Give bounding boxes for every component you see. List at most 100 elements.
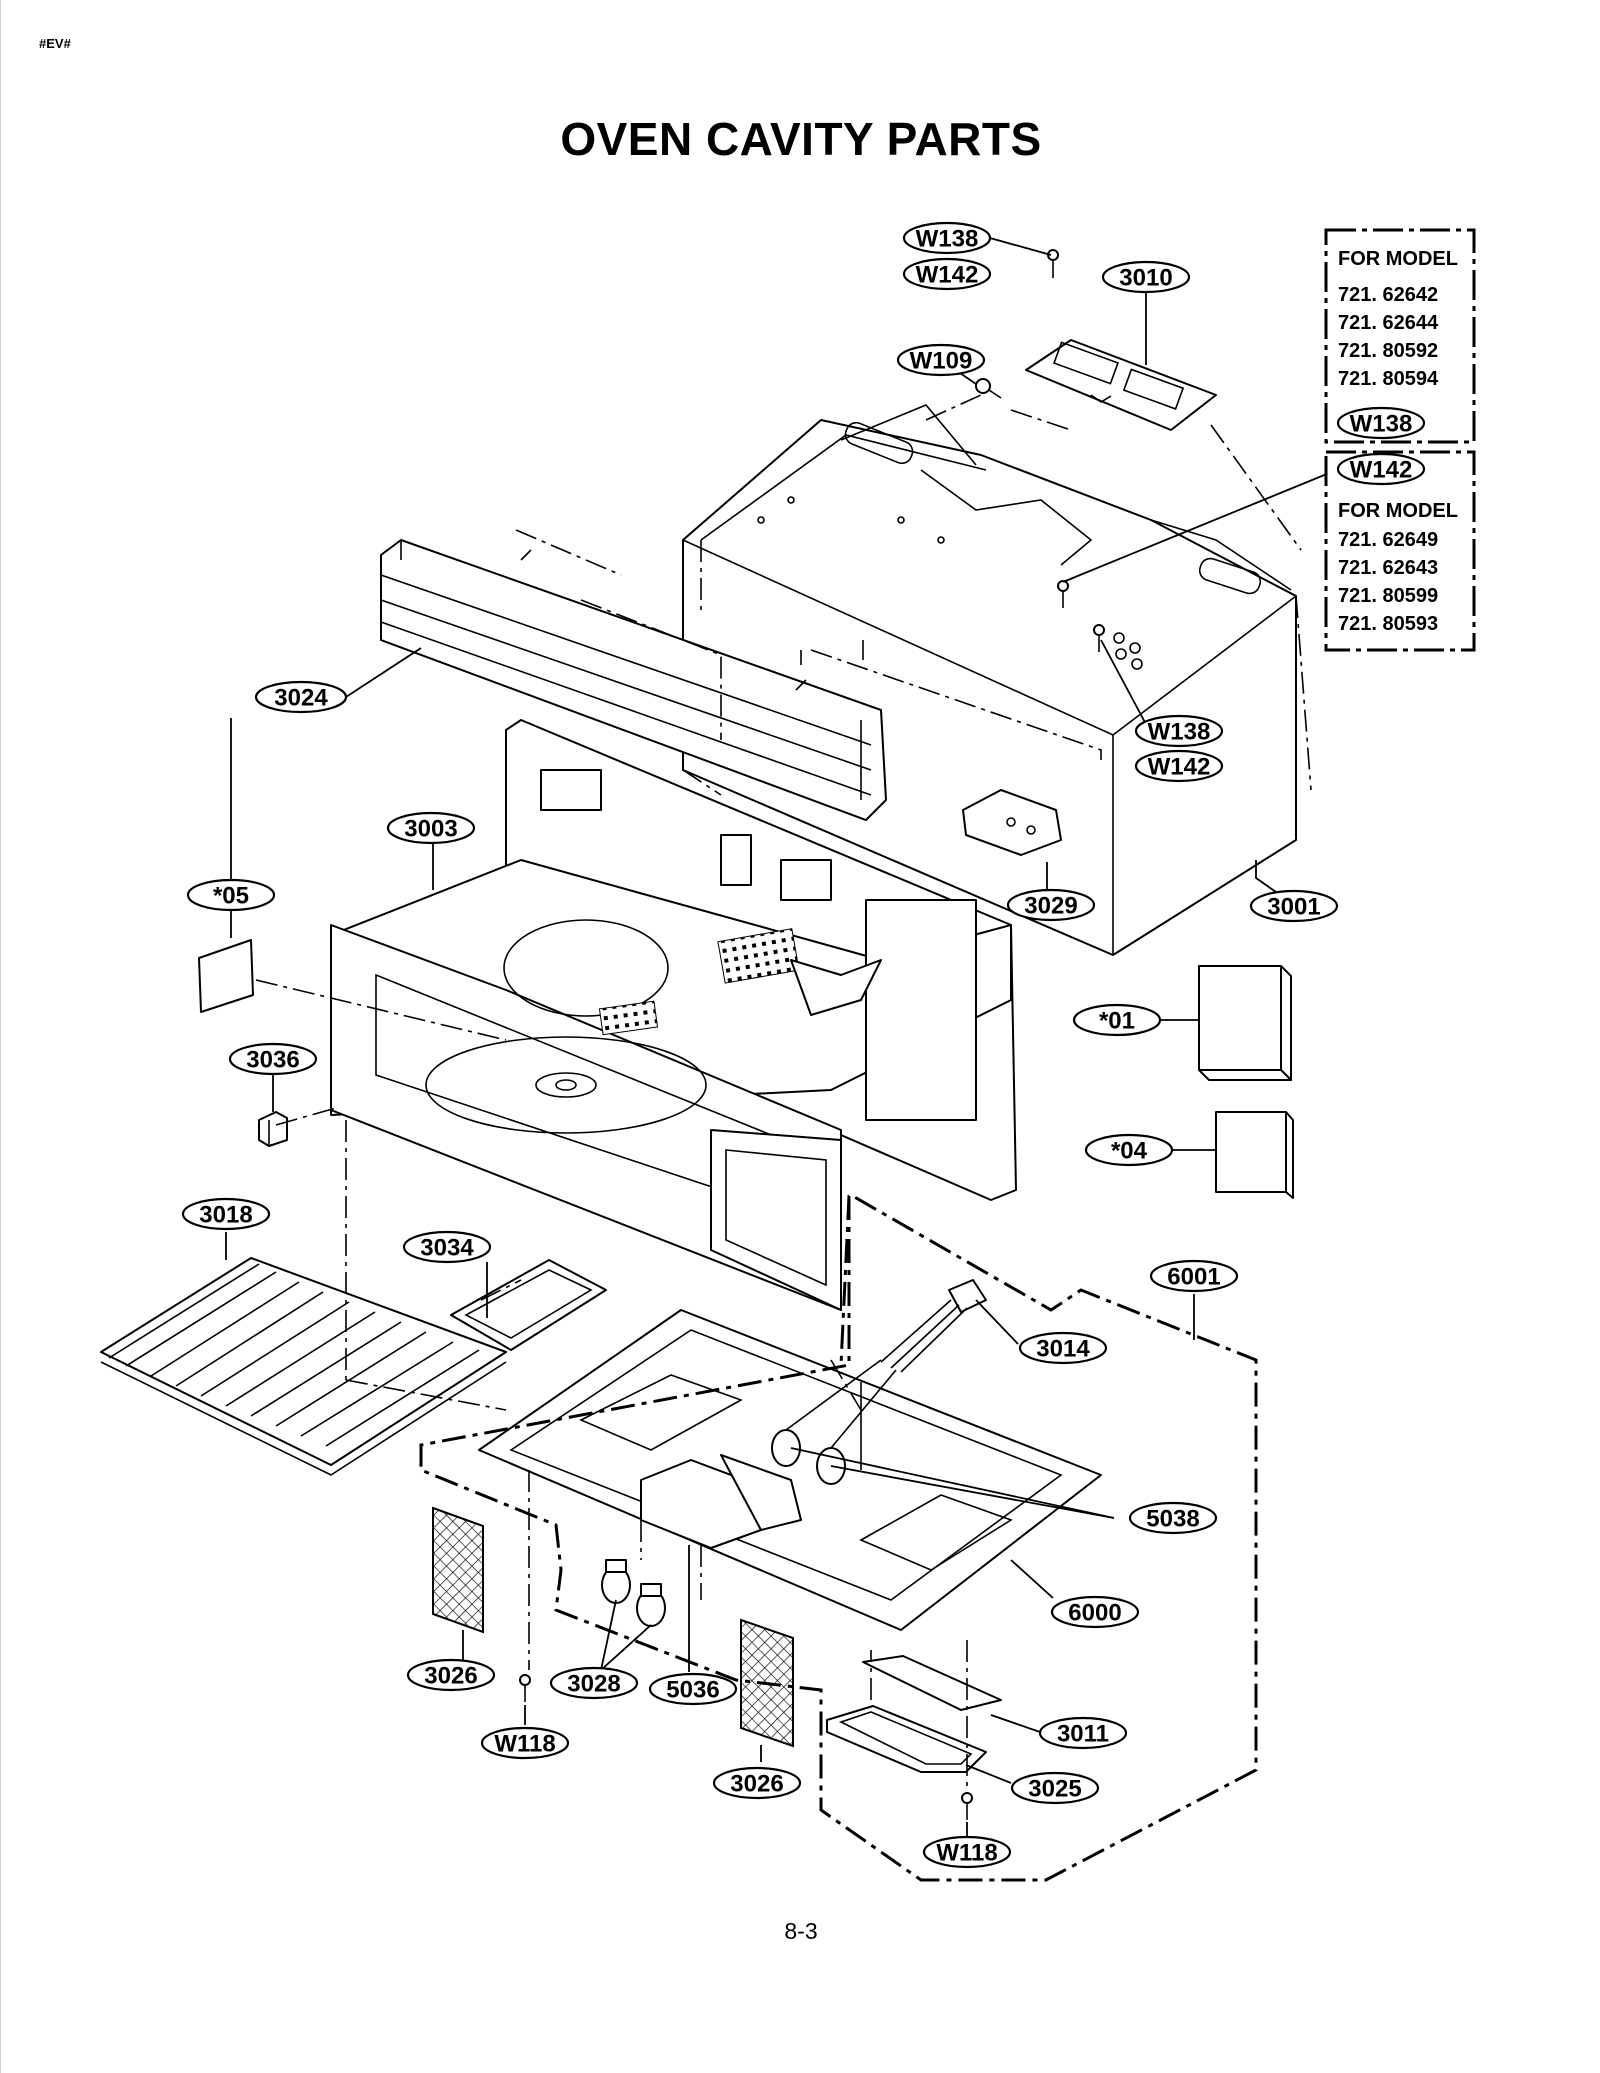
callout-5038: 5038	[1128, 1501, 1218, 1535]
callout-3010: 3010	[1101, 260, 1191, 294]
wire-harness-3014	[880, 1279, 987, 1373]
svg-text:W118: W118	[494, 1731, 555, 1758]
corner-tag: #EV#	[39, 36, 71, 51]
svg-text:3029: 3029	[1024, 893, 1077, 920]
screw-w142	[1057, 580, 1069, 608]
callout-w142-top: W142	[902, 257, 992, 291]
screw-w118-left	[519, 1674, 531, 1702]
base-plate-6000	[478, 1309, 1102, 1631]
svg-text:3028: 3028	[567, 1671, 620, 1698]
callout-5036: 5036	[648, 1672, 738, 1706]
model-box-1-model: 721. 80594	[1338, 368, 1439, 390]
page-title: OVEN CAVITY PARTS	[560, 113, 1042, 165]
lamp-cover-3025	[826, 1705, 987, 1773]
lamp-lens-3011	[862, 1655, 1002, 1711]
bracket-3010	[1025, 339, 1217, 431]
callout-01: *01	[1072, 1003, 1162, 1037]
model-box-1-model: 721. 62642	[1338, 284, 1438, 306]
svg-text:W138: W138	[1350, 411, 1413, 438]
oven-rack-3018	[100, 1257, 507, 1476]
bracket-3029	[962, 789, 1062, 856]
model-box-2-model: 721. 62643	[1338, 557, 1438, 579]
callout-6001: 6001	[1149, 1259, 1239, 1293]
svg-text:3011: 3011	[1057, 1721, 1109, 1748]
svg-text:W138: W138	[1148, 719, 1211, 746]
model-box-2-heading: FOR MODEL	[1338, 500, 1458, 522]
screw-w138-side	[1093, 624, 1105, 652]
assembly-6001-outline	[419, 1193, 1258, 1882]
svg-text:W142: W142	[1148, 754, 1211, 781]
vent-grille-3024	[380, 539, 887, 821]
callout-3011: 3011	[1038, 1716, 1128, 1750]
svg-text:3003: 3003	[404, 816, 457, 843]
svg-text:3010: 3010	[1119, 265, 1172, 292]
svg-text:3034: 3034	[420, 1235, 474, 1262]
model-box-1: FOR MODEL 721. 62642 721. 62644 721. 805…	[1324, 228, 1476, 444]
svg-text:5038: 5038	[1146, 1506, 1199, 1533]
callout-3025: 3025	[1010, 1771, 1100, 1805]
callout-6000: 6000	[1050, 1595, 1140, 1629]
grease-filter-3026-left	[432, 1506, 484, 1634]
callout-3036: 3036	[228, 1042, 318, 1076]
callout-model-box-1: W138	[1336, 406, 1426, 440]
model-box-2-model: 721. 62649	[1338, 529, 1438, 551]
svg-text:5036: 5036	[666, 1677, 719, 1704]
page-number: 8-3	[784, 1918, 818, 1944]
callout-05: *05	[186, 878, 276, 912]
callout-04: *04	[1084, 1133, 1174, 1167]
callout-3014: 3014	[1018, 1331, 1108, 1365]
lamps-3028	[601, 1559, 666, 1627]
svg-text:W138: W138	[916, 226, 979, 253]
svg-text:*01: *01	[1099, 1008, 1135, 1035]
svg-text:3001: 3001	[1267, 894, 1320, 921]
svg-text:3025: 3025	[1028, 1776, 1081, 1803]
model-box-1-model: 721. 80592	[1338, 340, 1438, 362]
svg-text:W109: W109	[910, 348, 973, 375]
model-box-1-heading: FOR MODEL	[1338, 248, 1458, 270]
svg-text:3024: 3024	[274, 685, 328, 712]
inner-cavity-3003	[330, 719, 1017, 1311]
outer-cabinet-3001	[682, 404, 1312, 956]
callout-w109: W109	[896, 343, 986, 377]
callout-3029: 3029	[1006, 888, 1096, 922]
callout-model-box-2: W142	[1336, 452, 1426, 486]
svg-text:*05: *05	[213, 883, 249, 910]
svg-text:W142: W142	[916, 262, 979, 289]
svg-text:*04: *04	[1111, 1138, 1148, 1165]
callout-3026-left: 3026	[406, 1658, 496, 1692]
svg-text:W118: W118	[936, 1840, 997, 1867]
callout-3028: 3028	[549, 1666, 639, 1700]
svg-text:3018: 3018	[199, 1202, 252, 1229]
callout-w138-top: W138	[902, 221, 992, 255]
callout-w142-side: W142	[1134, 749, 1224, 783]
callout-3003: 3003	[386, 811, 476, 845]
svg-text:6000: 6000	[1068, 1600, 1121, 1627]
callout-3026-right: 3026	[712, 1766, 802, 1800]
model-box-2-model: 721. 80593	[1338, 613, 1438, 635]
callout-w118-right: W118	[922, 1835, 1012, 1869]
model-box-1-model: 721. 62644	[1338, 312, 1439, 334]
waveguide-cover-3034	[450, 1259, 607, 1351]
svg-text:W142: W142	[1350, 457, 1413, 484]
screw-w118-right	[961, 1792, 973, 1820]
model-box-2: W142 FOR MODEL 721. 62649 721. 62643 721…	[1324, 450, 1476, 652]
label-sheet-05	[198, 939, 254, 1013]
model-box-2-model: 721. 80599	[1338, 585, 1438, 607]
svg-text:3026: 3026	[424, 1663, 477, 1690]
svg-text:6001: 6001	[1167, 1264, 1220, 1291]
screw-w109	[975, 378, 1002, 399]
insulation-01	[1198, 965, 1292, 1081]
callout-3018: 3018	[181, 1197, 271, 1231]
switch-3036	[258, 1111, 288, 1147]
svg-text:3026: 3026	[730, 1771, 783, 1798]
callout-3001: 3001	[1249, 889, 1339, 923]
callout-w138-side: W138	[1134, 714, 1224, 748]
callout-3034: 3034	[402, 1230, 492, 1264]
insulation-04	[1215, 1111, 1294, 1199]
svg-text:3036: 3036	[246, 1047, 299, 1074]
callout-w118-left: W118	[480, 1726, 570, 1760]
callout-3024: 3024	[254, 680, 348, 714]
svg-text:3014: 3014	[1036, 1336, 1090, 1363]
